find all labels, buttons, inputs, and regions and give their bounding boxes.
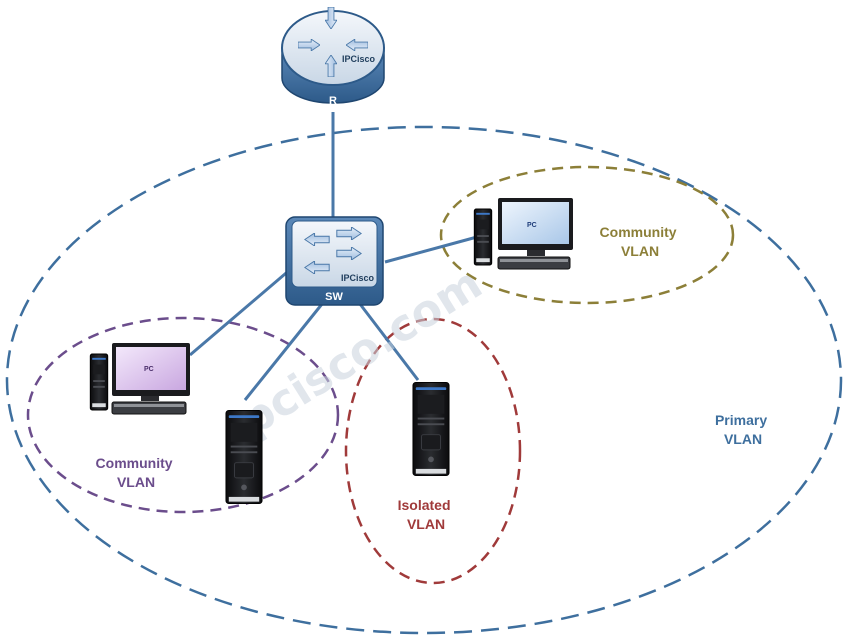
link-switch-pc-right — [384, 235, 478, 264]
switch-brand: IPCisco — [341, 273, 375, 283]
community-vlan-zone-left — [26, 316, 340, 514]
server-isolated[interactable] — [412, 381, 450, 477]
pc-right[interactable]: PC — [473, 198, 573, 270]
community-vlan-right-label: Community VLAN — [600, 224, 681, 259]
isolated-vlan-zone — [344, 317, 522, 585]
primary-vlan-zone — [5, 125, 843, 635]
link-switch-server-isolated — [358, 303, 420, 381]
router-icon[interactable]: IPCisco R — [281, 7, 385, 107]
link-switch-server-left — [243, 303, 324, 401]
network-links — [189, 112, 478, 401]
router-label: R — [329, 95, 337, 107]
switch-icon[interactable]: IPCisco SW — [285, 216, 384, 306]
primary-vlan-label: Primary VLAN — [715, 412, 771, 447]
pc-right-label: PC — [527, 222, 537, 229]
pc-left-label: PC — [144, 366, 154, 373]
community-vlan-left-label: Community VLAN — [96, 455, 177, 490]
router-brand: IPCisco — [342, 54, 376, 64]
link-switch-pc-left — [189, 266, 293, 357]
switch-label: SW — [325, 291, 343, 303]
community-vlan-zone-right — [439, 165, 735, 305]
server-left[interactable] — [225, 409, 263, 505]
isolated-vlan-label: Isolated VLAN — [398, 497, 455, 532]
pc-left[interactable]: PC — [89, 343, 190, 415]
